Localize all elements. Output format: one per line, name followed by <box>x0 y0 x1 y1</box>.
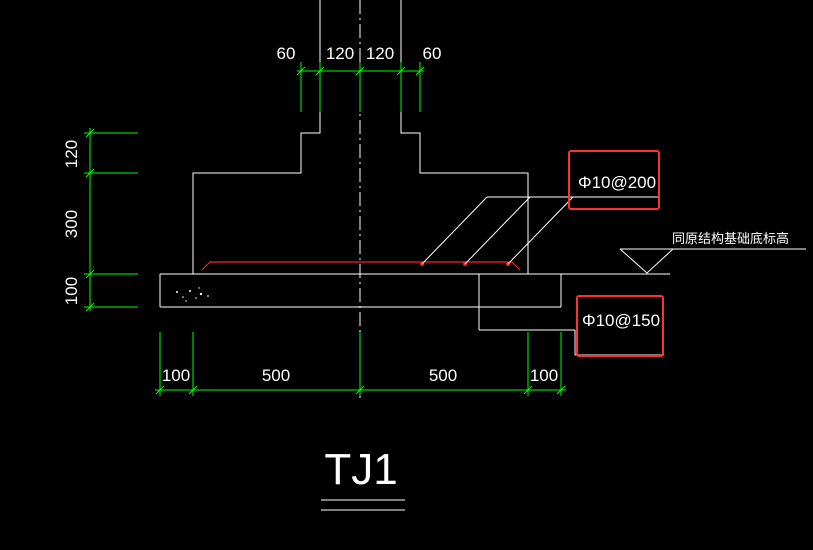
dim-bottom-1: 100 <box>162 366 190 385</box>
dimension-left <box>84 128 138 312</box>
footing-outline <box>159 0 670 331</box>
dimension-bottom <box>155 332 566 396</box>
dim-bottom-4: 100 <box>530 366 558 385</box>
dim-bottom-2: 500 <box>262 366 290 385</box>
dim-top-3: 120 <box>366 44 394 63</box>
elevation-note: 同原结构基础底标高 <box>672 231 789 247</box>
concrete-hatch <box>176 287 209 302</box>
dim-left-2: 300 <box>62 210 81 238</box>
dim-top-2: 120 <box>326 44 354 63</box>
rebar-spec-bottom: Φ10@150 <box>582 311 660 330</box>
drawing-title: TJ1 <box>324 445 397 494</box>
highlight-box-bottom <box>576 295 664 357</box>
elevation-mark <box>619 248 806 274</box>
dim-top-4: 60 <box>423 44 442 63</box>
rebar-bottom-bar <box>201 261 521 271</box>
title-underline <box>321 499 405 511</box>
dim-left-1: 120 <box>62 140 81 168</box>
leader-lines <box>421 196 664 356</box>
rebar-spec-top: Φ10@200 <box>578 173 656 192</box>
dim-top-1: 60 <box>277 44 296 63</box>
dim-left-3: 100 <box>62 277 81 305</box>
highlight-box-top <box>568 150 660 210</box>
dim-bottom-3: 500 <box>429 366 457 385</box>
dimension-top <box>296 62 425 112</box>
